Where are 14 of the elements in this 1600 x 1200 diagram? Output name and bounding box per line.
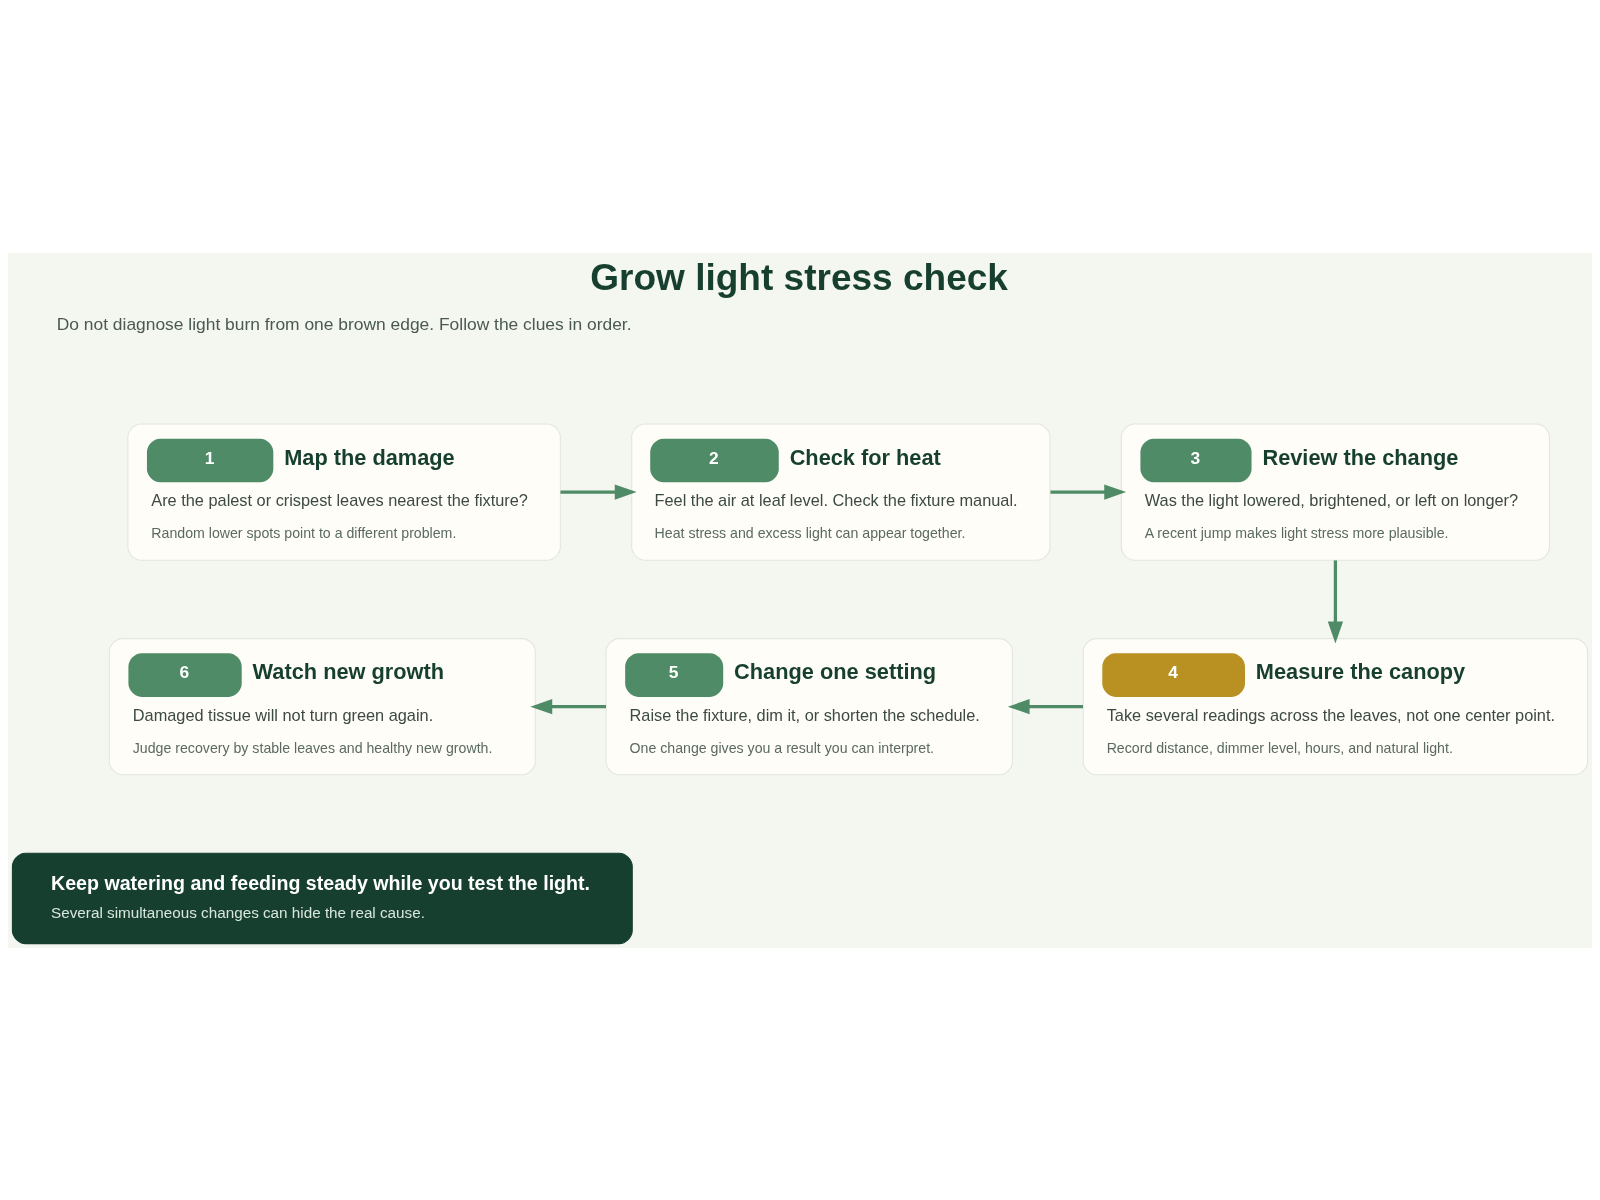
node-box: Keep watering and feeding steady while you test the light. Several simultaneous changes can hide the real cause.: [11, 852, 633, 944]
arrow: [560, 483, 637, 500]
node-box: 3 Review the change Was the light lowered, brightened, or left on longer? A recent jump makes light stress more plausible.: [1120, 423, 1550, 561]
arrow: [1007, 698, 1083, 714]
diagram-title: Grow light stress check: [590, 255, 1008, 298]
node-box: 5 Change one setting Raise the fixture, dim it, or shorten the schedule. One change gives you a result you can interpret.: [605, 637, 1013, 775]
node-box: 6 Watch new growth Damaged tissue will not turn green again. Judge recovery by stable leaves and healthy new growth.: [108, 637, 536, 775]
arrow: [530, 698, 606, 714]
label: Do not diagnose light burn from one brown edge. Follow the clues in order.: [56, 313, 632, 334]
arrow: [1050, 483, 1127, 500]
node-box: 2 Check for heat Feel the air at leaf level. Check the fixture manual. Heat stress and excess light can appear together.: [631, 423, 1051, 561]
node-box: 4 Measure the canopy Take several readings across the leaves, not one center point. Record distance, dimmer level, hours, and natural light.: [1082, 637, 1589, 775]
arrow: [1327, 559, 1344, 643]
node-box: 1 Map the damage Are the palest or crispest leaves nearest the fixture? Random lower spots point to a different problem.: [127, 423, 561, 561]
